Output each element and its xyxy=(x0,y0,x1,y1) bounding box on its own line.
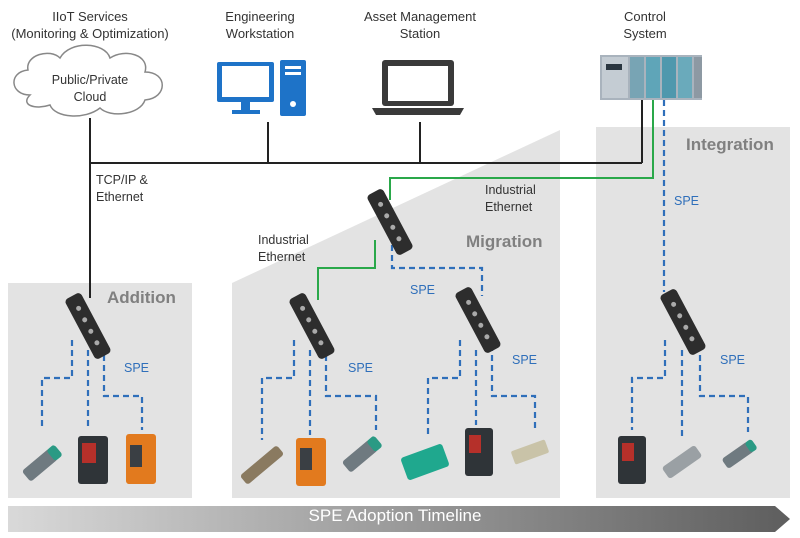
workstation-icon xyxy=(217,60,306,116)
migration-zone xyxy=(232,130,560,498)
timeline-arrow xyxy=(8,506,790,532)
asset-management-label: Asset Management Station xyxy=(363,9,476,41)
industrial-ethernet-green xyxy=(317,100,654,300)
addition-title: Addition xyxy=(107,288,176,307)
cylindrical-sensor-icon xyxy=(722,439,757,468)
plc-icon xyxy=(600,55,702,100)
spe-label: SPE xyxy=(720,353,746,367)
spe-label: SPE xyxy=(410,283,436,297)
spe-label: SPE xyxy=(348,361,374,375)
control-system-label: Control System xyxy=(623,9,667,41)
slim-sensor-icon xyxy=(511,439,549,465)
ethernet-backbone xyxy=(89,100,643,298)
distribution-box-migration-right xyxy=(455,287,501,353)
iiot-services-label: IIoT Services (Monitoring & Optimization… xyxy=(11,9,169,41)
photoelectric-sensor-icon xyxy=(78,436,108,484)
cylindrical-sensor-icon xyxy=(342,436,382,472)
orange-sensor-icon xyxy=(126,434,156,484)
distribution-box-addition xyxy=(65,293,111,359)
timeline-label: SPE Adoption Timeline xyxy=(308,506,482,525)
distribution-box-integration xyxy=(660,289,706,355)
metal-sensor-icon xyxy=(662,445,702,479)
industrial-ethernet-label: Industrial Ethernet xyxy=(258,233,309,264)
distribution-box-migration-left xyxy=(289,293,335,359)
cloud-label: Public/Private Cloud xyxy=(51,73,129,104)
photoelectric-sensor-icon xyxy=(618,436,646,484)
engineering-workstation-label: Engineering Workstation xyxy=(225,9,295,41)
spe-lines xyxy=(40,100,750,440)
integration-title: Integration xyxy=(686,135,774,154)
block-sensor-icon xyxy=(401,444,449,480)
spe-label: SPE xyxy=(674,194,700,208)
cloud-icon xyxy=(13,44,163,117)
migration-title: Migration xyxy=(466,232,543,251)
laptop-icon xyxy=(372,60,464,115)
cylindrical-sensor-icon xyxy=(22,445,62,481)
spe-label: SPE xyxy=(512,353,538,367)
metal-sensor-icon xyxy=(240,446,284,484)
orange-sensor-icon xyxy=(296,438,326,486)
spe-label: SPE xyxy=(124,361,150,375)
tcpip-label: TCP/IP & Ethernet xyxy=(96,173,148,204)
industrial-ethernet-label: Industrial Ethernet xyxy=(485,183,536,214)
photoelectric-sensor-icon xyxy=(465,428,493,476)
distribution-box-migration-top xyxy=(367,189,413,255)
